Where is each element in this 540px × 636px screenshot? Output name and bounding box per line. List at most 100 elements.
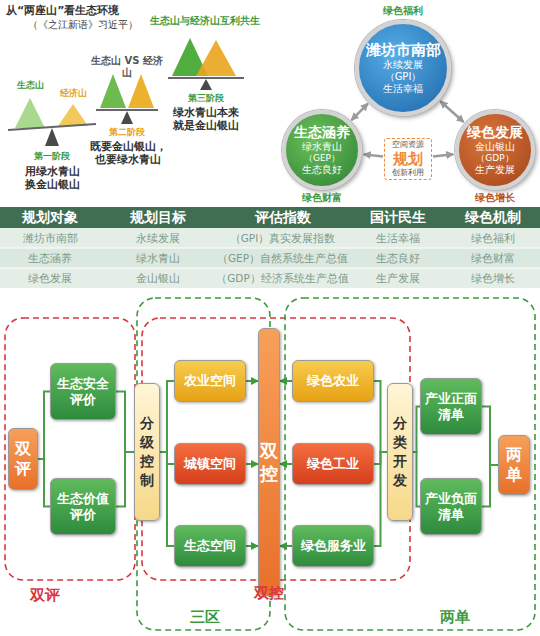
- node-text: 空间资源: [392, 140, 424, 150]
- node-text: 生态安全评价: [54, 376, 112, 407]
- node-text: 生产发展: [475, 164, 515, 176]
- seesaw-fulcrum: [121, 111, 133, 124]
- table-row-band: [0, 248, 540, 268]
- node-text: 生态涵养: [294, 124, 350, 141]
- table-cell: （GPI）真实发展指数: [215, 232, 350, 245]
- flow-connector: [280, 463, 292, 465]
- ecology-mountain: [15, 98, 45, 128]
- node-text: 生态价值评价: [54, 491, 112, 522]
- economy-mountain: [196, 40, 236, 76]
- relation-arrow: [352, 104, 368, 121]
- node-text: 绿水青山: [302, 141, 342, 153]
- node-text: 城镇空间: [184, 456, 236, 472]
- annotation-text: 生态山与经济山互利共生: [150, 15, 290, 27]
- space-box: 城镇空间: [174, 443, 246, 485]
- seesaw-beam: [168, 77, 244, 79]
- node-text: 生态空间: [184, 538, 236, 554]
- planning-box: 空间资源规划创新利用: [384, 138, 432, 180]
- table-rule: [0, 268, 540, 269]
- flow-connector: [246, 545, 258, 547]
- annotation-text: 第三阶段: [176, 93, 236, 104]
- node-text: （GEP）: [304, 153, 340, 164]
- table-header-cell: 评估指数: [215, 209, 350, 226]
- node-text: 金山银山: [475, 141, 515, 153]
- node-text: 绿色发展: [467, 124, 523, 141]
- stage-three-seesaw: [168, 38, 244, 90]
- table-row-band: [0, 228, 540, 248]
- group-label: 双控: [244, 584, 294, 602]
- table-cell: 绿色福利: [445, 232, 540, 245]
- node-text: 生态良好: [302, 164, 342, 176]
- industry-box: 绿色农业: [292, 360, 374, 402]
- table-cell: 绿水青山: [100, 252, 215, 265]
- node-text: 双控: [260, 439, 278, 486]
- seesaw-fulcrum: [45, 128, 59, 146]
- industry-box: 绿色服务业: [292, 525, 374, 567]
- group-outline: [285, 298, 535, 630]
- flow-connector: [413, 452, 420, 507]
- annotation-text: 用绿水青山换金山银山: [22, 165, 82, 191]
- goal-circle: 绿色发展金山银山（GDP）生产发展绿色增长: [455, 110, 535, 190]
- relation-arrow: [440, 101, 463, 122]
- table-cell: （GDP）经济系统生产总值: [215, 272, 350, 285]
- node-text: 生活幸福: [383, 83, 423, 95]
- annotation-text: 第一阶段: [22, 151, 82, 162]
- flow-connector: [38, 392, 50, 460]
- flow-connector: [374, 452, 387, 546]
- ecology-mountain: [100, 74, 126, 108]
- process-box: 生态价值评价: [50, 478, 116, 535]
- stage-one-seesaw: [8, 98, 96, 146]
- control-bar: 双控: [258, 328, 280, 596]
- space-box: 农业空间: [174, 360, 246, 402]
- table-cell: 生态良好: [350, 252, 445, 265]
- node-text: 规划: [393, 150, 423, 168]
- flow-connector: [280, 545, 292, 547]
- relation-arrow: [364, 154, 383, 156]
- control-bar: 分类开发: [387, 383, 413, 521]
- annotation-text: 绿水青山本来就是金山银山: [170, 106, 242, 132]
- flow-connector: [413, 407, 420, 453]
- list-box: 产业正面清单: [420, 378, 482, 435]
- table-cell: 生产发展: [350, 272, 445, 285]
- node-text: 创新利用: [392, 168, 424, 178]
- seesaw-beam: [96, 109, 158, 111]
- list-box: 产业负面清单: [420, 478, 482, 535]
- annotation-text: 生态山: [10, 80, 50, 91]
- annotation-text: 生态山 VS 经济山: [87, 55, 167, 79]
- node-text: 潍坊市南部: [366, 41, 441, 59]
- table-header-cell: 绿色机制: [445, 209, 540, 226]
- table-cell: 生态涵养: [0, 252, 100, 265]
- node-text: 绿色农业: [307, 373, 359, 389]
- node-text: 分级控制: [138, 414, 156, 490]
- flow-connector: [160, 381, 174, 452]
- table-cell: 生活幸福: [350, 232, 445, 245]
- industry-box: 绿色工业: [292, 443, 374, 485]
- relation-arrow: [433, 154, 453, 156]
- table-header-cell: 规划对象: [0, 209, 100, 226]
- annotation-text: 经济山: [53, 88, 93, 99]
- group-label: 两单: [430, 608, 480, 626]
- flow-connector: [116, 452, 134, 507]
- seesaw-fulcrum: [200, 79, 212, 90]
- space-box: 生态空间: [174, 525, 246, 567]
- group-outlines: [5, 298, 535, 630]
- goal-circle: 生态涵养绿水青山（GEP）生态良好绿色财富: [282, 110, 362, 190]
- economy-mountain: [128, 74, 154, 108]
- flow-connector: [246, 463, 258, 465]
- table-row-band: [0, 268, 540, 288]
- control-bar: 分级控制: [134, 383, 160, 521]
- table-cell: 绿色财富: [445, 252, 540, 265]
- node-text: 产业正面清单: [423, 391, 479, 422]
- flow-connector: [374, 381, 387, 452]
- node-heading: 绿色财富: [256, 192, 388, 204]
- annotation-text: 第二阶段: [97, 127, 157, 138]
- node-text: 分类开发: [391, 414, 409, 490]
- node-text: 绿色服务业: [301, 538, 366, 554]
- group-title-box: 双评: [8, 428, 38, 490]
- node-text: 农业空间: [184, 373, 236, 389]
- group-label: 三区: [180, 608, 230, 626]
- node-text: 两单: [502, 445, 526, 485]
- flow-connector: [246, 380, 258, 382]
- node-text: 永续发展: [383, 59, 423, 71]
